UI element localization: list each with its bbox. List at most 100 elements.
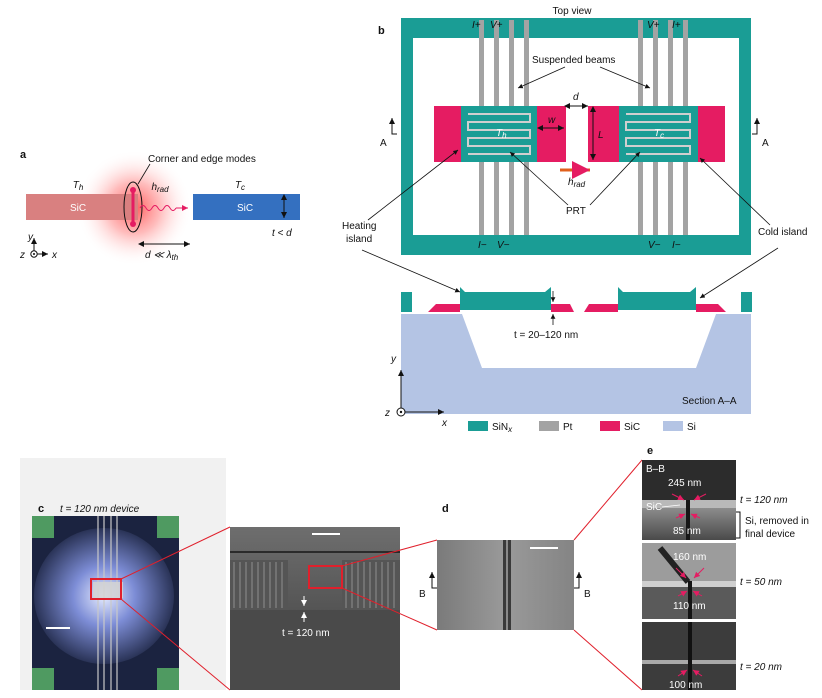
section-b-right: B: [584, 589, 591, 600]
panel-b-label: b: [378, 25, 385, 37]
legend: SiNx Pt SiC Si: [468, 421, 696, 434]
row2-bottom-arrow-right: [692, 590, 703, 597]
axis-z-label: z: [19, 250, 25, 261]
t-lt-d-label: t < d: [272, 228, 292, 239]
panel-c-label: c: [38, 503, 44, 515]
device-center: [93, 582, 123, 598]
section-a-marker-left: [389, 118, 397, 135]
section-b-marker-left: [429, 572, 437, 589]
bb-title: B–B: [646, 464, 665, 475]
corner-dot-top: [130, 187, 136, 193]
panel-a-label: a: [20, 149, 27, 161]
row2-top-arrow-left: [675, 567, 687, 579]
beam: [509, 20, 514, 108]
t-cold-label-b: Tc: [654, 128, 664, 140]
prt-left: [467, 113, 531, 155]
panel-d-label: d: [442, 503, 449, 515]
row2-bottom-label: 110 nm: [673, 601, 706, 612]
beam: [683, 160, 688, 235]
sic-pad-left: [434, 106, 461, 162]
i-plus-tr: I+: [672, 20, 681, 31]
contact-pad-bl: [32, 668, 54, 690]
beam: [509, 160, 514, 235]
l-label: L: [598, 130, 604, 141]
row1-bottom-arrow-left: [675, 513, 686, 520]
cross-section-50nm-top: [642, 543, 736, 581]
sic-right-label: SiC: [237, 203, 253, 214]
row3-arrow-left: [677, 669, 688, 677]
top-view-title: Top view: [553, 6, 593, 17]
row2-top-label: 160 nm: [673, 552, 706, 563]
zoom-line-c-top: [120, 526, 231, 580]
i-minus-br: I−: [672, 240, 681, 251]
sem-stripes: [233, 562, 395, 608]
legend-swatch-sinx: [468, 421, 488, 431]
panel-e: e B–B 245 nm SiC 85 nm t = 120 nm Si, re…: [642, 445, 809, 691]
row3-bottom-label: 100 nm: [669, 680, 702, 691]
beam: [668, 160, 673, 235]
suspended-beams-label: Suspended beams: [532, 55, 615, 66]
section-b-marker-right: [574, 572, 582, 589]
zoom-line-sem-top: [341, 539, 438, 567]
row2-thickness: t = 50 nm: [740, 577, 782, 588]
corner-edge-modes-label: Corner and edge modes: [148, 154, 256, 165]
section-sic-pad-left: [428, 304, 460, 312]
prt-leader-left: [509, 151, 569, 206]
row1-bottom-label: 85 nm: [673, 526, 701, 537]
beam: [479, 20, 484, 108]
legend-label-sic: SiC: [624, 422, 640, 433]
section-axis-x-label: x: [441, 418, 448, 429]
section-axis-z-dot: [399, 410, 403, 414]
row1-bottom-arrow-right: [690, 513, 701, 520]
heating-projection: [361, 249, 461, 293]
heating-island: [461, 106, 537, 162]
contact-pad-br: [157, 668, 179, 690]
i-minus-bl: I−: [478, 240, 487, 251]
cold-island: [619, 106, 698, 162]
section-title: Section A–A: [682, 396, 737, 407]
row2-top-arrow-right: [693, 567, 705, 579]
prt-right: [625, 113, 691, 155]
cross-section-trench: [686, 500, 690, 540]
beam: [653, 160, 658, 235]
section-b-left: B: [419, 589, 426, 600]
i-plus-tl: I+: [472, 20, 481, 31]
section-cold-island: [618, 287, 696, 310]
legend-swatch-pt: [539, 421, 559, 431]
panel-d: d B B: [419, 459, 643, 691]
beam: [638, 20, 643, 108]
heating-leader: [367, 149, 459, 221]
section-frame-right: [741, 292, 752, 312]
radiation-wave: [139, 205, 177, 211]
axis-x-label: x: [51, 250, 58, 261]
legend-swatch-si: [663, 421, 683, 431]
hrad-label-b: hrad: [568, 177, 586, 189]
si-substrate: [401, 314, 751, 414]
pt-beams: [479, 20, 688, 235]
contact-pad-tr: [157, 516, 179, 538]
heating-island-label-1: Heating: [342, 221, 376, 232]
sic-pad-right: [698, 106, 725, 162]
v-plus-tl: V+: [490, 20, 503, 31]
section-axis-y-label: y: [390, 354, 397, 365]
prt-label: PRT: [566, 206, 586, 217]
h-rad-label: hrad: [151, 182, 169, 194]
zoom-box-c: [90, 578, 122, 600]
t-cold-label: Tc: [235, 180, 245, 192]
section-a-right: A: [762, 138, 769, 149]
cold-projection: [699, 247, 779, 299]
section-sic-pad-right: [696, 304, 726, 312]
axis-z-dot: [33, 253, 35, 255]
w-label: w: [548, 115, 556, 126]
beam: [638, 160, 643, 235]
corner-modes-leader: [137, 163, 151, 185]
beam: [524, 20, 529, 108]
sic-left-label: SiC: [70, 203, 86, 214]
panel-c: c t = 120 nm device: [20, 458, 438, 691]
t-hot-label: Th: [73, 180, 84, 192]
row1-thickness: t = 120 nm: [740, 495, 788, 506]
sic-leader: [661, 504, 681, 508]
row1-material: SiC: [646, 502, 662, 513]
si-bracket: [736, 511, 741, 539]
